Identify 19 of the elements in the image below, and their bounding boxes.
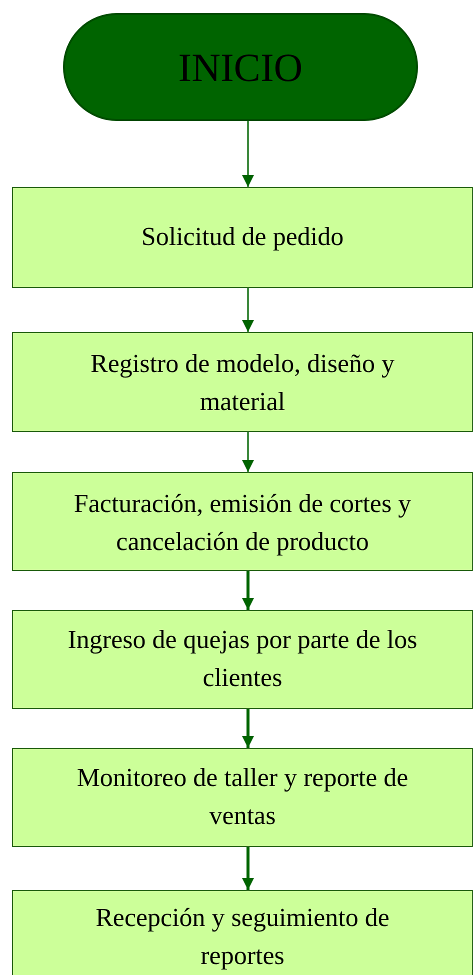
process-box [12,472,473,571]
arrow [242,847,254,890]
step-label: Facturación, emisión de cortes y cancelación de producto [72,488,412,558]
arrow [242,288,254,332]
arrow [242,571,254,610]
step-label: Recepción y seguimiento de reportes [94,902,390,972]
terminal-label: INICIO [178,44,303,90]
process-box [12,748,473,847]
arrow [242,709,254,748]
process-box [12,610,473,709]
step-label: Registro de modelo, diseño y material [89,348,396,418]
process-box [12,890,473,975]
step-label: Monitoreo de taller y reporte de ventas [76,762,410,832]
process-box [12,332,473,432]
step-label: Solicitud de pedido [141,221,344,253]
step-label: Ingreso de quejas por parte de los clientes [66,624,418,694]
process-box [12,187,473,288]
arrow [242,121,254,187]
arrow [242,432,254,472]
